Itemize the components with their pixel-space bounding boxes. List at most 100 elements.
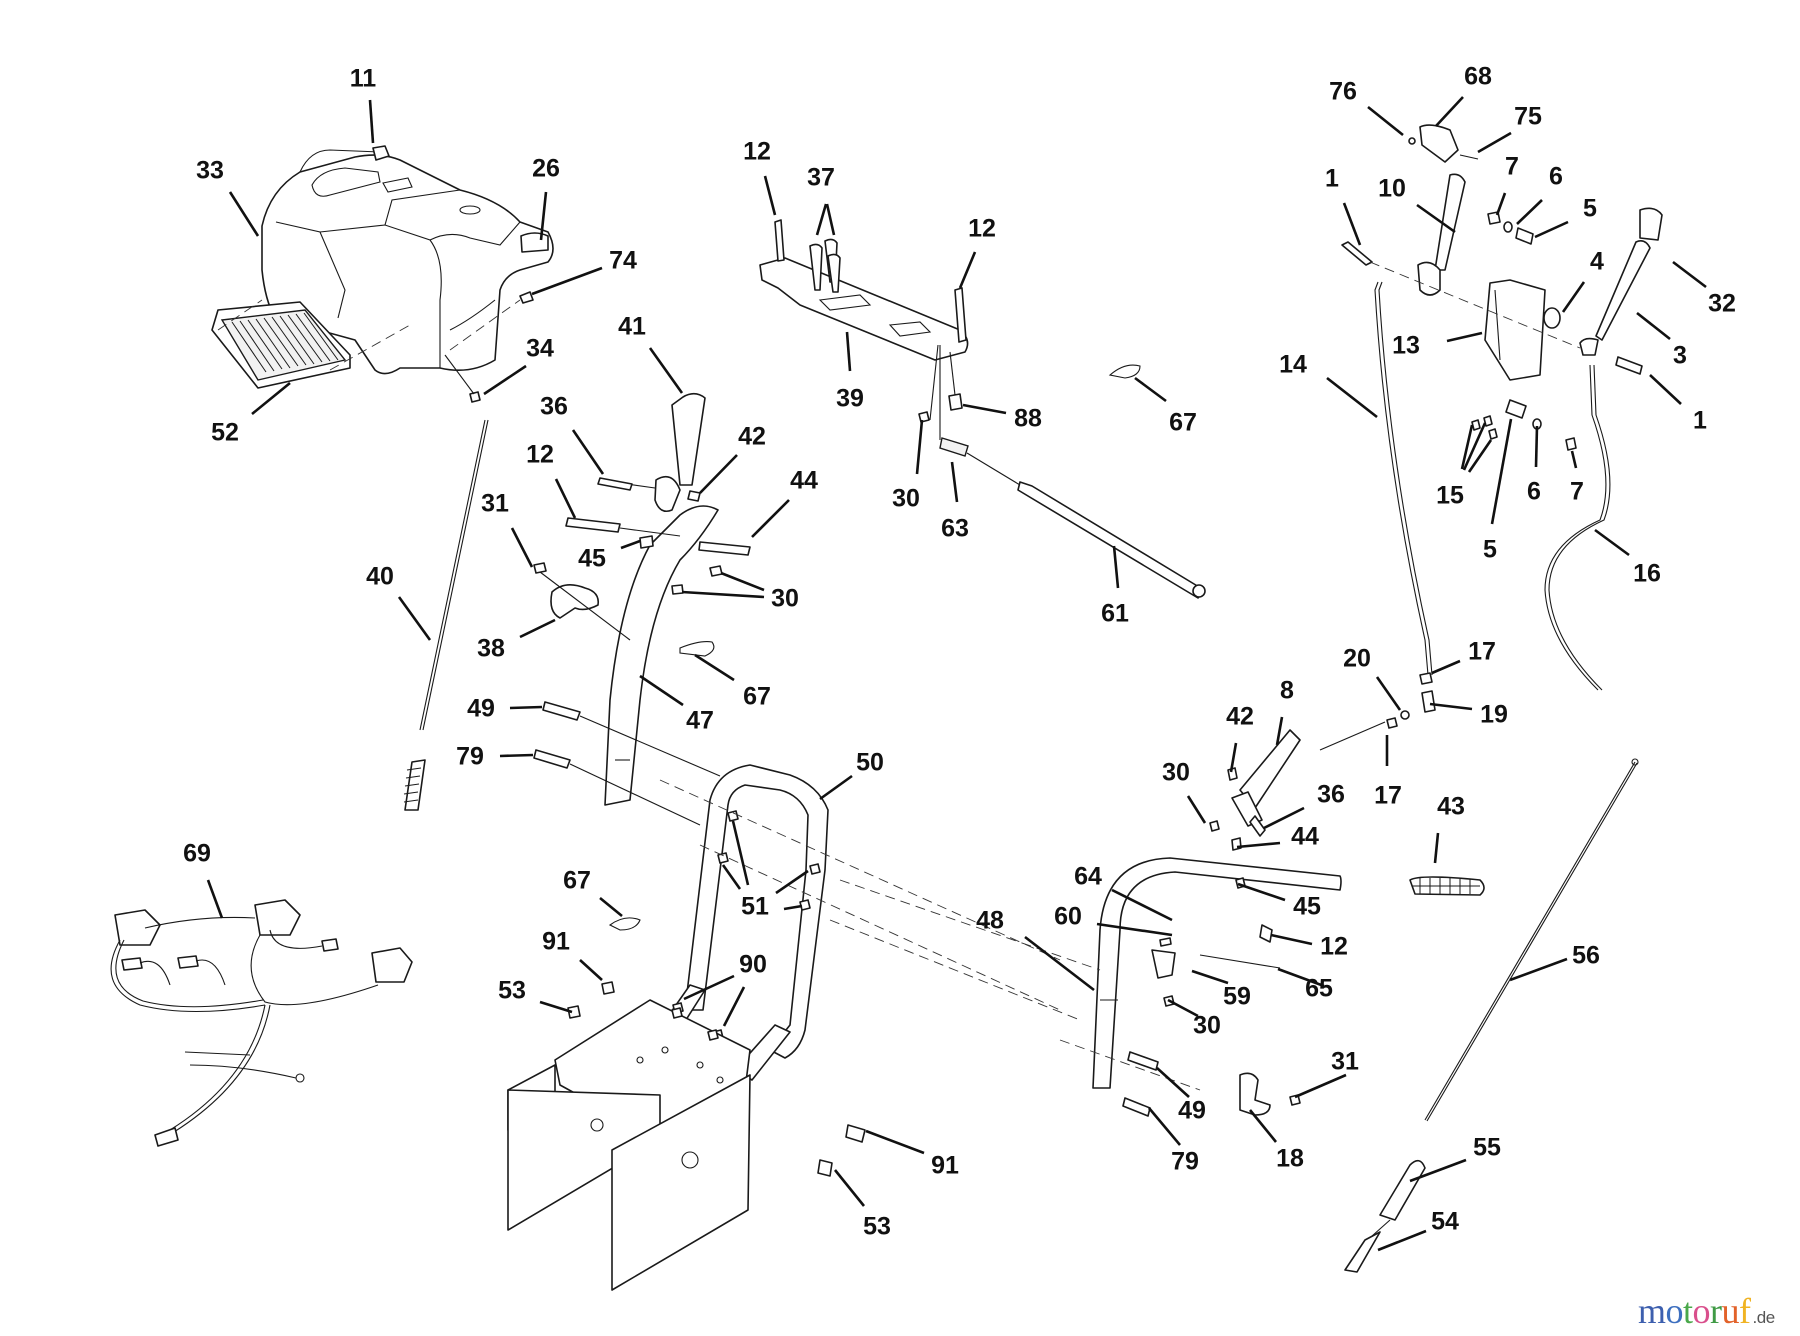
callout-leader-line [1248,1109,1278,1143]
callout-label-44: 44 [790,467,818,495]
callout-label-45: 45 [578,545,606,573]
callout-label-30: 30 [892,485,920,513]
callout-label-79: 79 [456,743,484,771]
callout-leader-line [962,403,1007,415]
frame-part [507,981,866,1291]
callout-label-49: 49 [1178,1097,1206,1125]
callout-label-32: 32 [1708,290,1736,318]
callout-label-3: 3 [1673,342,1687,370]
callout-label-30: 30 [1193,1012,1221,1040]
callout-leader-line [845,331,852,372]
wiring-harness-part [110,899,413,1147]
callout-label-10: 10 [1378,175,1406,203]
callout-leader-line [915,419,924,475]
callout-leader-line [531,266,603,296]
callout-label-60: 60 [1054,903,1082,931]
callout-leader-line [1263,806,1305,830]
callout-label-36: 36 [540,393,568,421]
callout-leader-line [1495,192,1507,216]
callout-leader-line [1561,281,1586,313]
callout-label-91: 91 [542,928,570,956]
callout-leader-line [519,618,556,639]
callout-label-53: 53 [498,977,526,1005]
watermark-letter: t [1683,1291,1693,1331]
callout-leader-line [783,904,803,911]
callout-leader-line [251,381,291,416]
callout-label-43: 43 [1437,793,1465,821]
callout-leader-line [1367,105,1404,137]
callout-label-67: 67 [1169,409,1197,437]
callout-leader-line [368,99,375,144]
callout-label-61: 61 [1101,600,1129,628]
watermark-tld: .de [1752,1308,1776,1327]
callout-leader-line [1277,967,1325,988]
auger-lever-part [1209,729,1301,851]
callout-leader-line [721,864,742,890]
callout-label-30: 30 [1162,759,1190,787]
callout-label-42: 42 [738,423,766,451]
shift-lever-assembly [1341,124,1663,451]
callout-leader-line [1167,998,1199,1018]
callout-leader-line [1156,1067,1190,1098]
callout-leader-line [1534,220,1569,239]
callout-leader-line [499,753,534,758]
callout-leader-line [681,590,765,599]
watermark-letter: f [1739,1291,1751,1331]
watermark-logo: motoruf.de [1638,1290,1775,1332]
callout-label-7: 7 [1505,153,1519,181]
callout-label-67: 67 [743,683,771,711]
callout-leader-line [1275,716,1284,746]
lower-handle-part [654,764,1101,1081]
watermark-letter: o [1692,1291,1711,1331]
callout-leader-line [510,527,534,568]
callout-label-34: 34 [526,335,554,363]
callout-leader-line [763,175,777,216]
callout-label-14: 14 [1279,351,1307,379]
callout-label-75: 75 [1514,103,1542,131]
callout-leader-line [751,499,790,538]
callout-label-1: 1 [1325,165,1339,193]
callout-leader-line [1435,96,1464,127]
callout-label-33: 33 [196,157,224,185]
callout-leader-line [720,571,765,592]
callout-label-49: 49 [467,695,495,723]
callout-label-76: 76 [1329,78,1357,106]
callout-leader-line [228,191,260,237]
callout-label-17: 17 [1468,638,1496,666]
callout-label-31: 31 [481,490,509,518]
callout-leader-line [620,539,641,550]
callout-leader-line [1446,331,1483,343]
callout-label-64: 64 [1074,863,1102,891]
callout-label-65: 65 [1305,975,1333,1003]
callout-leader-line [1416,203,1456,234]
callout-leader-line [775,869,809,895]
cable-56-assembly [1344,758,1639,1273]
callout-label-15: 15 [1436,482,1464,510]
callout-leader-line [699,454,738,494]
callout-leader-line [1134,376,1167,403]
callout-label-59: 59 [1223,983,1251,1011]
callout-label-53: 53 [863,1213,891,1241]
callout-leader-line [1236,841,1281,849]
callout-label-37: 37 [807,164,835,192]
callout-label-12: 12 [968,215,996,243]
callout-leader-line [1594,528,1630,557]
callout-leader-line [1672,260,1707,289]
callout-leader-line [1433,832,1440,864]
callout-label-54: 54 [1431,1208,1459,1236]
callout-leader-line [1111,888,1173,922]
watermark-letter: m [1638,1291,1666,1331]
callout-label-50: 50 [856,749,884,777]
fuel-cap-part [372,145,390,161]
callout-label-79: 79 [1171,1148,1199,1176]
callout-leader-line [639,674,684,707]
callout-label-69: 69 [183,840,211,868]
callout-label-42: 42 [1226,703,1254,731]
chute-cable-part [403,419,489,811]
callout-leader-line [731,820,750,886]
callout-leader-line [483,364,527,396]
chute-tube-part [565,505,751,806]
callout-leader-line [1636,311,1671,341]
callout-leader-line [683,974,735,1001]
cable-tie-part [679,641,715,657]
